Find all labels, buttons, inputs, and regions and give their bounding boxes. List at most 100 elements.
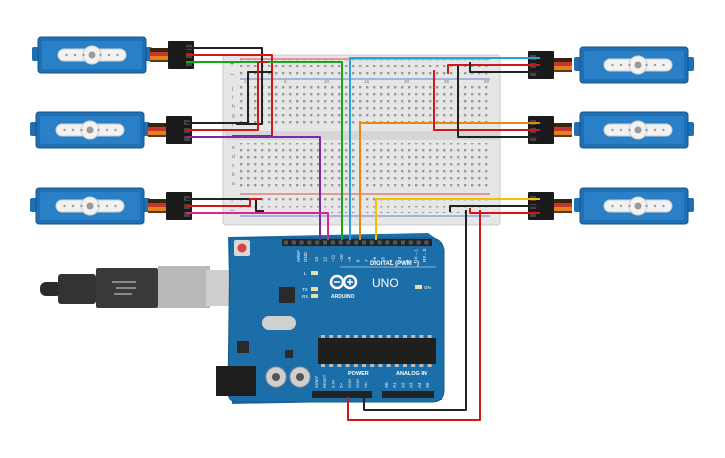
rail-minus-bottom: −: [230, 208, 234, 215]
aref-label: AREF: [296, 250, 301, 262]
digital-pin-label: 2: [405, 259, 410, 262]
analog-pin-label: A0: [384, 382, 389, 388]
usb-cable: [40, 282, 62, 296]
breadboard-column-number: 20: [404, 79, 410, 84]
wire-green: [186, 61, 343, 240]
wire-magenta: [186, 212, 329, 240]
power-pin-label: 3.3V: [330, 379, 335, 388]
analog-pin-label: A4: [417, 382, 422, 388]
digital-pin-label: ~5: [380, 256, 385, 262]
breadboard-column-number: 30: [484, 79, 490, 84]
digital-pin-label: ~10: [339, 254, 344, 262]
digital-pin-label: ~11: [331, 254, 336, 262]
wire-red: [186, 61, 268, 131]
wire-black: [449, 205, 540, 212]
breadboard-row-letter: i: [232, 95, 233, 101]
breadboard-row-letter: c: [232, 163, 235, 169]
gnd-label-top: GND: [303, 251, 308, 262]
led-rx-label: RX: [302, 294, 308, 299]
breadboard-column-number: 15: [364, 79, 370, 84]
analog-pin-label: A2: [400, 382, 405, 388]
digital-pin-label: 12: [322, 256, 327, 262]
servo-top-left: [32, 36, 194, 74]
on-led: [415, 285, 422, 289]
usb-connector: [158, 266, 210, 308]
wires: [186, 47, 540, 421]
power-pin-label: GND: [347, 379, 352, 388]
wire-orange: [359, 122, 540, 240]
power-pin-label: IOREF: [314, 375, 319, 388]
wire-black: [469, 62, 540, 73]
breadboard-row-letter: j: [231, 86, 233, 92]
servo-bottom-left: [30, 187, 192, 225]
analog-pin-label: A3: [409, 382, 414, 388]
wire-purple: [186, 136, 321, 240]
power-pin-label: 5V: [339, 383, 344, 388]
breadboard-column-number: 25: [444, 79, 450, 84]
wire-red: [347, 210, 481, 421]
wire-red: [469, 208, 540, 214]
arduino-logo-icon: [329, 274, 358, 290]
atmega-chip: [318, 338, 436, 364]
breadboard-row-letter: h: [232, 104, 235, 110]
breadboard-row-letter: b: [232, 172, 235, 178]
digital-pin-label: ~6: [372, 256, 377, 262]
on-label: ON: [424, 285, 431, 290]
servo-top-right: [528, 46, 694, 84]
breadboard-column-number: 10: [324, 79, 330, 84]
wire-red: [186, 198, 262, 207]
wire-black: [363, 210, 467, 411]
rail-minus-top: −: [230, 72, 234, 79]
breadboard-row-letter: a: [232, 181, 235, 187]
digital-pin-label: 7: [364, 259, 369, 262]
analog-pin-label: A5: [425, 382, 430, 388]
wire-red: [447, 64, 540, 74]
power-pin-label: GND: [355, 379, 360, 388]
led-l-label: L: [304, 271, 307, 276]
usb-chip: [279, 287, 295, 303]
breadboard-row-letter: e: [232, 145, 235, 151]
analog-header: [382, 391, 434, 398]
wire-red: [433, 70, 540, 131]
wire-black: [457, 66, 540, 138]
rail-plus-bottom: +: [230, 197, 234, 204]
analog-pin-label: A1: [392, 382, 397, 388]
servo-middle-right: [528, 111, 694, 149]
breadboard-row-letter: g: [232, 113, 235, 119]
wire-black: [186, 71, 272, 124]
led-tx-label: TX: [302, 287, 308, 292]
analog-label: ANALOG IN: [396, 371, 427, 377]
board-logo-text: ARDUINO: [331, 294, 354, 300]
power-header: [312, 391, 372, 398]
wire-cyan: [349, 57, 540, 240]
power-pin-label: RESET: [322, 374, 327, 388]
wire-black: [186, 198, 264, 212]
rail-plus-top: +: [230, 61, 234, 68]
digital-pin-label: ~3: [397, 256, 402, 262]
servo-middle-left: [30, 111, 192, 149]
digital-pin-label: 4: [389, 259, 394, 262]
digital-pin-label: 13: [314, 256, 319, 262]
power-pin-label: Vin: [363, 382, 368, 388]
power-jack: [216, 366, 256, 396]
breadboard-column-number: 1: [244, 79, 247, 84]
breadboard-row-letter: f: [232, 122, 234, 128]
digital-pin-label: TX→1: [414, 249, 419, 262]
servo-bottom-right: [528, 187, 694, 225]
power-label: POWER: [348, 371, 369, 377]
crystal: [262, 316, 296, 330]
digital-pin-label: 8: [356, 259, 361, 262]
digital-pin-label: ~9: [347, 256, 352, 262]
digital-pin-label: RX←0: [422, 248, 427, 262]
wire-yellow: [375, 198, 540, 240]
wire-black: [186, 47, 263, 125]
digital-label: DIGITAL (PWM ~): [370, 261, 419, 267]
